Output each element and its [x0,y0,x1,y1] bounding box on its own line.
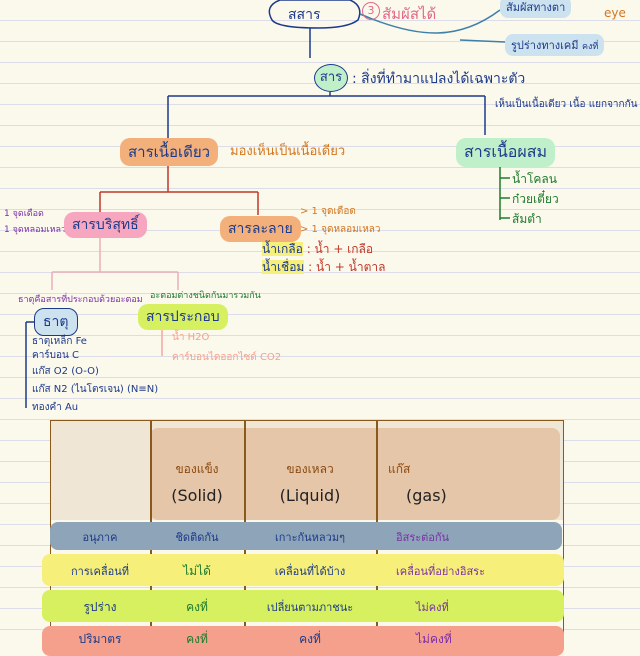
eye-label: eye [604,6,626,20]
row-cell: เกาะกันหลวมๆ [274,531,345,544]
substance-circle: สาร [314,64,348,92]
element-item: คาร์บอน C [32,350,80,361]
tree-lines [25,0,510,408]
header-solid: ของแข็ง [175,462,219,476]
example-name: น้ำเชื่อม [262,260,305,274]
element-label: ธาตุ [34,308,78,336]
compound-heading: อะตอมต่างชนิดกันมารวมกัน [150,291,261,301]
row-cell: ชิดติดกัน [175,531,219,544]
example-formula: : น้ำ + เกลือ [306,242,374,256]
pure-note-1: 1 จุดเดือด [4,209,44,219]
element-item: ธาตุเหล็ก Fe [32,336,87,347]
row-cell: คงที่ [186,600,208,614]
row-highlight [42,590,564,622]
element-item: แก๊ส O2 (O-O) [32,366,99,377]
states-table: ของแข็ง ของเหลว แก๊ส (Solid) (Liquid) (g… [42,420,564,656]
row-cell: ไม่คงที่ [416,601,449,614]
pure-note: มองเห็นเป็นเนื้อเดียว [230,144,346,159]
solution-note-2: > 1 จุดหลอมเหลว [300,224,381,235]
header-liquid: ของเหลว [286,462,334,476]
pure-substance-label: สารบริสุทธิ์ [64,212,147,238]
box-shape: รูปร่างทางเคมี คงที่ [505,34,605,56]
compound-item: น้ำ H2O [172,332,210,343]
compound-label: สารประกอบ [138,304,228,330]
row-label: รูปร่าง [83,600,117,614]
example-formula: : น้ำ + น้ำตาล [308,260,386,274]
row-highlight [42,554,564,586]
circle-number: 3 [362,2,380,20]
mixture-item: ส้มตำ [512,212,542,226]
solution-note-1: > 1 จุดเดือด [300,206,356,217]
root-concept: สสาร [288,7,321,23]
mixture-label: สารเนื้อผสม [456,138,556,167]
mixture-note: เห็นเป็นเนื้อเดียว เนื้อ แยกจากกัน [495,99,638,110]
header-liquid-en: (Liquid) [279,486,341,505]
mixture-item: ก๋วยเตี๋ยว [512,192,559,206]
header-gas-en: (gas) [406,486,447,505]
header-solid-en: (Solid) [171,486,223,505]
box-sense: สัมผัสทางตา [500,0,572,18]
element-heading: ธาตุคือสารที่ประกอบด้วยอะตอม [18,295,143,305]
row-cell: เคลื่อนที่ได้บ้าง [274,565,346,578]
sense-note: สัมผัสได้ [382,5,437,23]
solution-label: สารละลาย [220,216,301,242]
row-cell: เคลื่อนที่อย่างอิสระ [396,565,485,578]
solution-example-2: น้ำเชื่อม : น้ำ + น้ำตาล [262,258,385,277]
solution-example-1: น้ำเกลือ : น้ำ + เกลือ [262,240,373,259]
compound-item: คาร์บอนไดออกไซด์ CO2 [172,352,282,363]
pure-note-2: 1 จุดหลอมเหลว [4,225,67,235]
box-shape-label: รูปร่างทางเคมี [511,39,579,52]
mixture-item: น้ำโคลน [512,172,557,186]
row-cell: อิสระต่อกัน [396,531,450,544]
row-label: อนุภาค [82,531,118,544]
header-highlight [150,428,560,520]
element-item: แก๊ส N2 (ไนโตรเจน) (N≡N) [32,384,159,395]
row-cell: ไม่ได้ [183,564,211,578]
box-shape-note: คงที่ [582,42,599,52]
header-gas: แก๊ส [388,462,411,476]
element-item: ทองคำ Au [32,402,79,413]
pure-label: สารเนื้อเดียว [120,138,219,166]
example-name: น้ำเกลือ [262,242,303,256]
row-cell: เปลี่ยนตามภาชนะ [266,601,354,614]
row-label: การเคลื่อนที่ [71,565,129,578]
row-highlight [50,522,562,550]
substance-definition: : สิ่งที่ทำมาแปลงได้เฉพาะตัว [352,71,526,87]
